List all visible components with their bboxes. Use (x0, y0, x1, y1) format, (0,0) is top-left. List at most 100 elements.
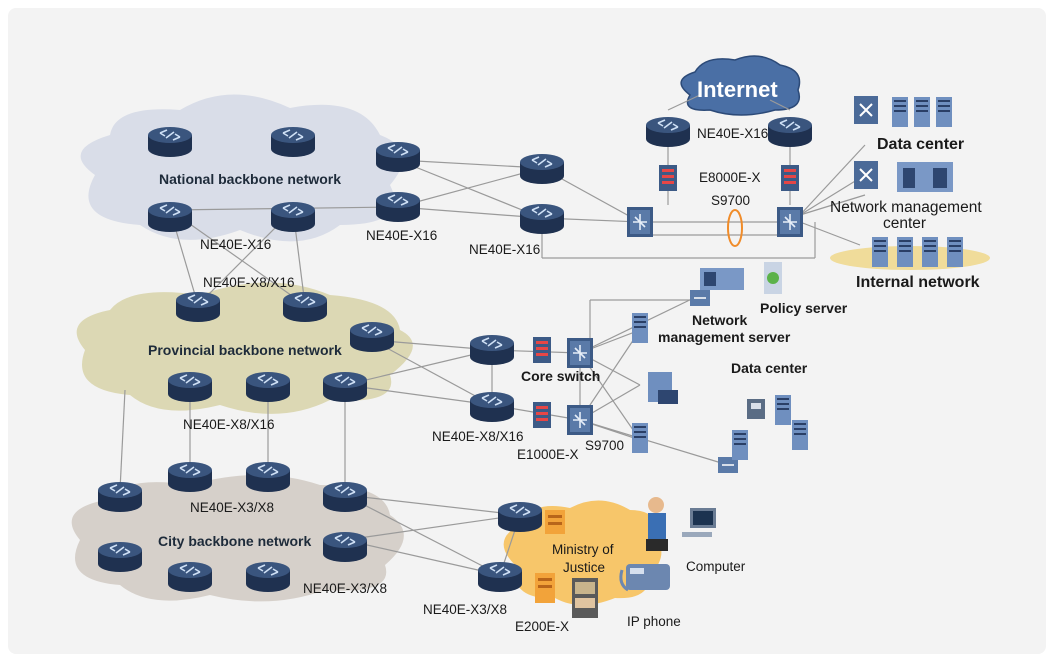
router-icon (349, 321, 395, 353)
policy-server-icon (764, 262, 782, 294)
router-icon (97, 541, 143, 573)
label-ne40e-x3x8-a: NE40E-X3/X8 (190, 500, 274, 515)
firewall-icon (781, 165, 799, 191)
label-e1000e-x: E1000E-X (517, 447, 579, 462)
label-ne40e-x8x16-b: NE40E-X8/X16 (183, 417, 275, 432)
router-icon (322, 481, 368, 513)
label-nms-center-2: center (883, 215, 926, 232)
router-icon (245, 561, 291, 593)
label-e200e-x: E200E-X (515, 619, 569, 634)
ministry-label-1: Ministry of (552, 542, 614, 557)
router-icon (282, 291, 328, 323)
switch-icon (626, 206, 654, 238)
storage-icon (747, 399, 765, 419)
router-icon (167, 371, 213, 403)
server-icon (947, 237, 963, 267)
switch-icon (566, 404, 594, 436)
router-icon (375, 191, 421, 223)
ministry-label-2: Justice (563, 560, 605, 575)
router-icon (477, 561, 523, 593)
label-policy-server: Policy server (760, 300, 848, 316)
label-ne40e-x8x16-c: NE40E-X8/X16 (432, 429, 524, 444)
router-icon (519, 203, 565, 235)
national-cloud (80, 94, 403, 242)
label-ne40e-x16-b: NE40E-X16 (366, 228, 437, 243)
switch-icon (776, 206, 804, 238)
server-icon (632, 423, 648, 453)
cluster-link-marker (727, 209, 743, 247)
router-icon (270, 201, 316, 233)
firewall-icon (535, 573, 555, 603)
nms-server-icon (700, 268, 744, 290)
label-s9700-top: S9700 (711, 193, 750, 208)
server-icon (732, 430, 748, 460)
computer-icon (682, 508, 716, 537)
router-icon (175, 291, 221, 323)
label-internal-network: Internal network (856, 274, 980, 291)
server-icon (775, 395, 791, 425)
label-e8000e-x: E8000E-X (699, 170, 761, 185)
router-icon (469, 391, 515, 423)
city-cloud-label: City backbone network (158, 533, 311, 549)
router-icon (322, 531, 368, 563)
servers (632, 96, 963, 460)
city-cloud (71, 475, 404, 602)
router-icon (497, 501, 543, 533)
label-s9700-mid: S9700 (585, 438, 624, 453)
router-icon (97, 481, 143, 513)
server-icon (792, 420, 808, 450)
label-ne40e-x16-c: NE40E-X16 (469, 242, 540, 257)
router-icon (167, 461, 213, 493)
router-icon (245, 461, 291, 493)
label-ne40e-x3x8-b: NE40E-X3/X8 (303, 581, 387, 596)
label-data-center-top: Data center (877, 136, 964, 153)
nms-rack-icon (897, 162, 953, 192)
label-ip-phone: IP phone (627, 614, 681, 629)
server-icon (872, 237, 888, 267)
provincial-cloud-label: Provincial backbone network (148, 342, 342, 358)
label-ne40e-x16-top: NE40E-X16 (697, 126, 768, 141)
label-nms-server-2: management server (658, 329, 791, 345)
label-ne40e-x3x8-c: NE40E-X3/X8 (423, 602, 507, 617)
label-ne40e-x16-a: NE40E-X16 (200, 237, 271, 252)
firewall-icon (533, 402, 551, 428)
router-icon (375, 141, 421, 173)
ip-phone-icon (619, 564, 670, 592)
router-icon (245, 371, 291, 403)
router-icon (270, 126, 316, 158)
pc-icon (648, 372, 678, 404)
router-icon (147, 201, 193, 233)
user-icon (646, 497, 668, 551)
server-icon (922, 237, 938, 267)
server-icon (632, 313, 648, 343)
firewall-icon (545, 510, 565, 534)
switch-icon (690, 290, 710, 306)
router-icon (645, 116, 691, 148)
text-labels: National backbone network Provincial bac… (148, 77, 982, 634)
cluster-hub-icon (854, 96, 878, 124)
server-icon (936, 97, 952, 127)
router-icon (469, 334, 515, 366)
router-icon (167, 561, 213, 593)
national-cloud-label: National backbone network (159, 171, 341, 187)
label-ne40e-x8x16-a: NE40E-X8/X16 (203, 275, 295, 290)
label-computer: Computer (686, 559, 746, 574)
server-icon (914, 97, 930, 127)
router-icon (322, 371, 368, 403)
firewall-icon (659, 165, 677, 191)
server-icon (897, 237, 913, 267)
router-icon (519, 153, 565, 185)
router-icon (147, 126, 193, 158)
router-icon (767, 116, 813, 148)
kiosk-icon (572, 578, 598, 618)
server-icon (892, 97, 908, 127)
switch-icon (566, 337, 594, 369)
label-data-center-mid: Data center (731, 360, 808, 376)
label-nms-server-1: Network (692, 312, 747, 328)
security-devices (533, 165, 804, 603)
endpoints (572, 497, 716, 618)
firewall-icon (533, 337, 551, 363)
internet-label: Internet (697, 77, 778, 102)
cluster-hub-icon (854, 161, 878, 189)
